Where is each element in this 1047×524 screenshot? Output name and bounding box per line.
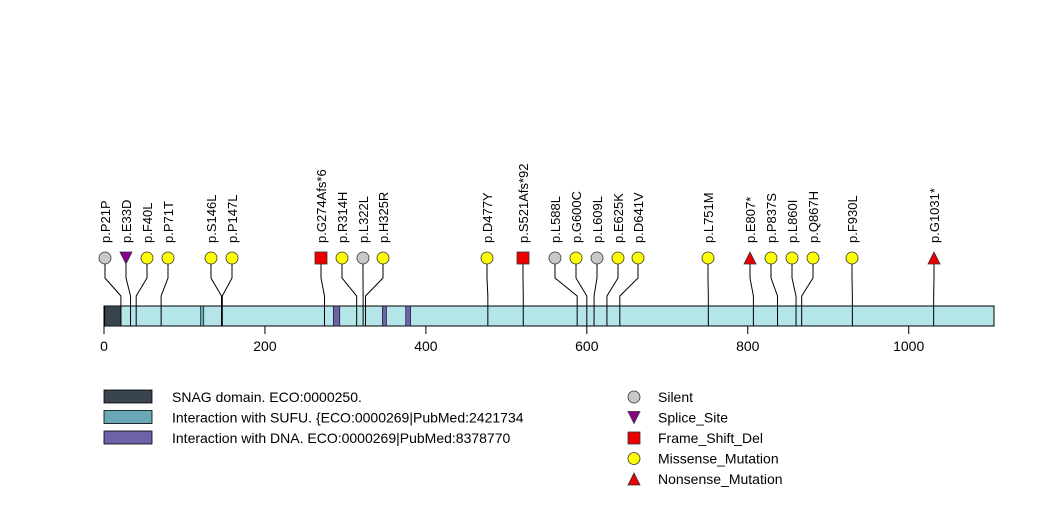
mutation-stem	[606, 258, 619, 326]
mutation-marker-missense-mutation	[480, 251, 494, 265]
mutation-marker-silent	[590, 251, 604, 265]
legend-marker-frame-shift-del	[627, 431, 641, 445]
mutation-stem	[593, 258, 598, 326]
mutation-label: p.G600C	[569, 191, 584, 243]
mutation-label: p.L609L	[590, 196, 605, 243]
mutation-marker-silent	[98, 251, 112, 265]
legend-mutation-label: Frame_Shift_Del	[658, 430, 763, 446]
legend-domain-label: SNAG domain. ECO:0000250.	[172, 389, 362, 405]
mutation-label: p.G1031*	[927, 188, 942, 243]
mutation-label: p.P21P	[98, 200, 113, 243]
domain-segment	[200, 305, 205, 327]
mutation-label: p.L322L	[356, 196, 371, 243]
mutation-stem	[801, 258, 814, 326]
mutation-marker-frame-shift-del	[516, 251, 530, 265]
mutation-stem	[575, 258, 588, 326]
mutation-label: p.E807*	[743, 197, 758, 243]
legend-domain-swatch	[103, 430, 153, 445]
mutation-label: p.S146L	[204, 195, 219, 243]
mutation-stem	[486, 258, 489, 326]
mutation-label: p.S521Afs*92	[516, 163, 531, 243]
legend-marker-missense-mutation	[627, 452, 641, 465]
mutation-marker-missense-mutation	[335, 251, 349, 265]
domain-segment	[104, 305, 122, 327]
mutation-marker-missense-mutation	[225, 251, 239, 265]
x-tick-label: 400	[414, 338, 438, 354]
x-tick-label: 800	[736, 338, 760, 354]
mutation-label: p.D641V	[631, 192, 646, 243]
mutation-marker-silent	[548, 251, 562, 265]
mutation-label: p.D477Y	[480, 192, 495, 243]
legend-mutation-label: Silent	[658, 389, 693, 405]
domain-segment	[405, 305, 411, 327]
x-tick-label: 0	[100, 338, 108, 354]
mutation-stem	[125, 258, 132, 326]
mutation-label: p.P837S	[764, 193, 779, 243]
mutation-stem	[791, 258, 797, 326]
legend-marker-splice-site	[627, 411, 641, 425]
mutation-label: p.L751M	[701, 192, 716, 243]
mutation-stem	[221, 258, 233, 326]
mutation-marker-nonsense-mutation	[927, 251, 941, 265]
mutation-label: p.P147L	[225, 195, 240, 243]
mutation-marker-missense-mutation	[140, 251, 154, 265]
protein-backbone	[103, 305, 995, 327]
mutation-marker-missense-mutation	[376, 251, 390, 265]
x-tick-label: 200	[253, 338, 277, 354]
mutation-marker-missense-mutation	[569, 251, 583, 265]
legend-mutation-label: Missense_Mutation	[658, 451, 779, 467]
mutation-marker-frame-shift-del	[314, 251, 328, 265]
legend-domain-label: Interaction with DNA. ECO:0000269|PubMed…	[172, 430, 511, 446]
domain-segment	[382, 305, 387, 327]
mutation-marker-missense-mutation	[204, 251, 218, 265]
mutation-stem	[160, 258, 169, 326]
mutation-label: p.G274Afs*6	[314, 169, 329, 243]
mutation-marker-missense-mutation	[764, 251, 778, 265]
legend-domain-label: Interaction with SUFU. {ECO:0000269|PubM…	[172, 410, 524, 426]
mutation-stem	[619, 258, 639, 326]
mutation-stem	[554, 258, 578, 326]
x-tick-label: 600	[575, 338, 599, 354]
legend-mutation-label: Nonsense_Mutation	[658, 471, 783, 487]
legend-marker-nonsense-mutation	[627, 472, 641, 486]
mutation-label: p.E625K	[611, 193, 626, 243]
mutation-marker-missense-mutation	[701, 251, 715, 265]
mutation-label: p.H325R	[376, 192, 391, 243]
mutation-stem	[210, 258, 222, 326]
mutation-marker-missense-mutation	[806, 251, 820, 265]
mutation-stem	[341, 258, 358, 326]
mutation-marker-missense-mutation	[611, 251, 625, 265]
legend-marker-silent	[627, 390, 641, 404]
mutation-stem	[135, 258, 148, 326]
legend-domain-swatch	[103, 389, 153, 404]
mutation-label: p.L588L	[548, 196, 563, 243]
mutation-label: p.F930L	[845, 195, 860, 243]
mutation-label: p.R314H	[335, 192, 350, 243]
legend-domain-swatch	[103, 410, 153, 424]
mutation-marker-splice-site	[119, 251, 133, 265]
mutation-marker-missense-mutation	[161, 251, 175, 265]
mutation-marker-silent	[356, 251, 370, 265]
mutation-label: p.Q867H	[806, 191, 821, 243]
mutation-label: p.P71T	[161, 201, 176, 243]
mutation-label: p.F40L	[140, 203, 155, 243]
mutation-stem	[749, 258, 754, 326]
domain-segment	[333, 305, 341, 327]
mutation-stem	[365, 258, 384, 326]
mutation-marker-nonsense-mutation	[743, 251, 757, 265]
legend-mutation-label: Splice_Site	[658, 410, 728, 426]
mutation-marker-missense-mutation	[631, 251, 645, 265]
mutation-stem	[104, 258, 122, 326]
mutation-stem	[320, 258, 325, 326]
mutation-marker-missense-mutation	[845, 251, 859, 265]
mutation-stem	[770, 258, 779, 326]
x-tick-label: 1000	[893, 338, 924, 354]
mutation-label: p.L860I	[785, 200, 800, 243]
mutation-label: p.E33D	[119, 200, 134, 243]
mutation-marker-missense-mutation	[785, 251, 799, 265]
